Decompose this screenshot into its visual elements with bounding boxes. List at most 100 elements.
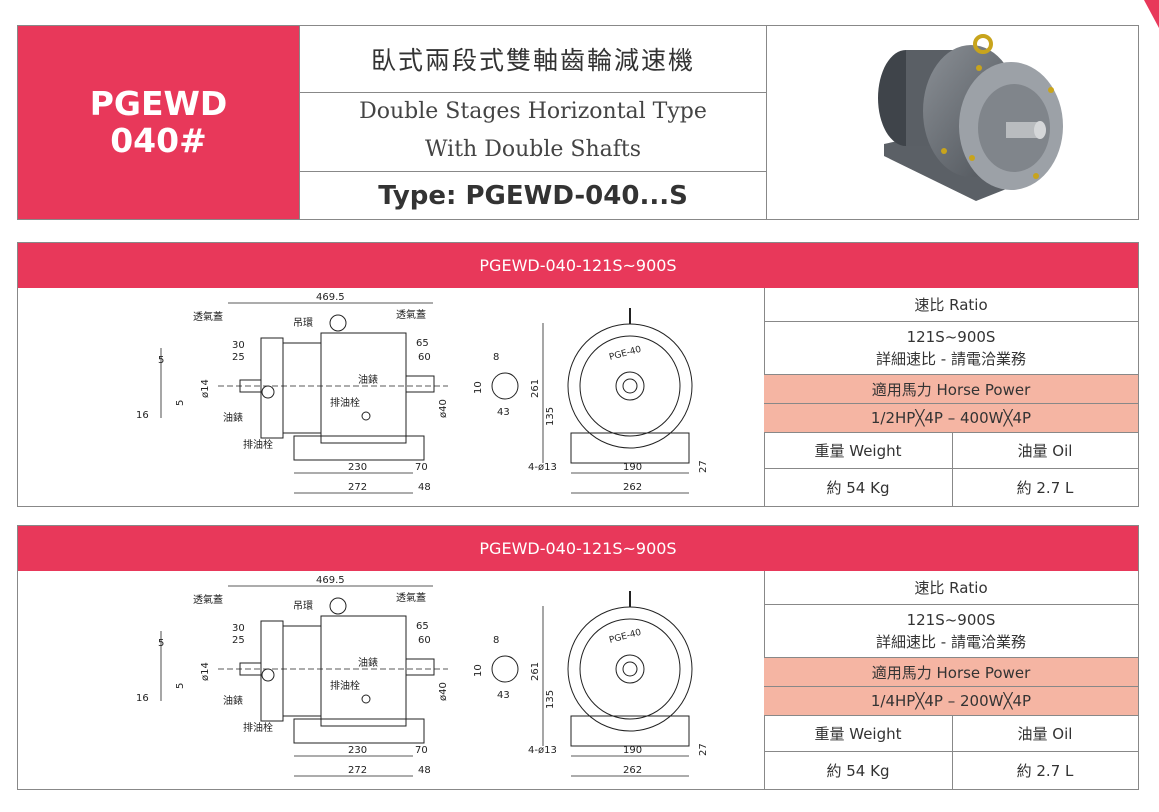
dim-label-d272: 272 [348,482,367,493]
output-shaft-end [491,372,519,400]
section-title-bar: PGEWD-040-121S~900S [18,526,1138,571]
dim-label-d261: 261 [530,379,541,398]
drain-plug [361,411,371,421]
front-shaft-outer [615,371,645,401]
title-english-line-1: Double Stages Horizontal Type [359,99,707,124]
gearbox-body [320,332,407,444]
dim-label-d43: 43 [497,690,510,701]
front-housing-inner [579,335,681,437]
dim-label-d190: 190 [623,462,642,473]
weight-oil-header: 重量 Weight 油量 Oil [764,716,1138,752]
dim-label-gear_label: PGE-40 [608,345,643,363]
ratio-value: 121S~900S [906,328,996,346]
dim-label-d65: 65 [416,621,429,632]
oil-label: 油量 Oil [1017,442,1073,460]
dim-label-drain_plug: 排油栓 [243,721,273,734]
header-table: PGEWD 040# 臥式兩段式雙軸齒輪減速機 Double Stages Ho… [17,25,1139,220]
weight-label: 重量 Weight [764,716,953,751]
oil-value: 約 2.7 L [1016,762,1074,780]
gearbox-body [320,615,407,727]
dim-label-drain_plug: 排油栓 [330,396,360,409]
ratio-label: 速比 Ratio [764,288,1138,322]
front-shaft-outer [615,654,645,684]
ratio-note: 詳細速比 - 請電洽業務 [876,350,1026,368]
front-housing-outer [567,606,693,732]
dim-label-d8: 8 [493,352,499,363]
title-chinese: 臥式兩段式雙軸齒輪減速機 [300,26,766,93]
dim-label-d30: 30 [232,623,245,634]
spec-table: 速比 Ratio 121S~900S 詳細速比 - 請電洽業務 適用馬力 Hor… [764,288,1138,506]
weight-oil-values: 約 54 Kg 約 2.7 L [764,469,1138,506]
dim-label-d48: 48 [418,482,431,493]
ratio-note: 詳細速比 - 請電洽業務 [876,633,1026,651]
dim-label-d8: 8 [493,635,499,646]
base-plate [293,718,425,744]
dim-label-d70: 70 [415,462,428,473]
dim-label-gear_label: PGE-40 [608,628,643,646]
dim-label-oil_gauge: 油錶 [223,411,243,424]
dim-label-d30: 30 [232,340,245,351]
dim-label-d230: 230 [348,745,367,756]
model-badge: PGEWD 040# [18,26,299,219]
front-base [570,432,690,464]
hp-value: 1/4HP╳4P – 200W╳4P [764,687,1138,716]
output-shaft-end [491,655,519,683]
dim-label-holes: 4-ø13 [528,745,557,756]
title-english: Double Stages Horizontal Type With Doubl… [300,93,766,172]
front-shaft-inner [622,661,638,677]
gear-reducer-photo [766,26,1138,219]
dim-label-d40: ø40 [438,682,449,701]
drain-plug [361,694,371,704]
dim-label-d5b: 5 [175,683,186,689]
dim-label-d60: 60 [418,352,431,363]
section-title-bar: PGEWD-040-121S~900S [18,243,1138,288]
lifting-ring [329,314,347,332]
corner-accent [1144,0,1159,28]
dim-label-breather: 透氣蓋 [396,308,426,321]
hp-value: 1/2HP╳4P – 400W╳4P [764,404,1138,433]
weight-label: 重量 Weight [764,433,953,468]
oil-value: 約 2.7 L [1016,479,1074,497]
dim-label-breather: 透氣蓋 [193,593,223,606]
dim-label-drain_plug: 排油栓 [330,679,360,692]
dim-label-breather: 透氣蓋 [193,310,223,323]
dim-label-d43: 43 [497,407,510,418]
dim-label-lifting_ring: 吊環 [293,600,313,612]
ratio-cell: 121S~900S 詳細速比 - 請電洽業務 [764,322,1138,375]
dim-label-d190: 190 [623,745,642,756]
title-block: 臥式兩段式雙軸齒輪減速機 Double Stages Horizontal Ty… [299,26,767,219]
base-plate [293,435,425,461]
dim-label-d14: ø14 [200,662,211,681]
weight-value: 約 54 Kg [764,469,953,506]
weight-oil-header: 重量 Weight 油量 Oil [764,433,1138,469]
dim-label-d25: 25 [232,352,245,363]
model-line-2: 040# [110,120,207,160]
dim-label-oil_gauge: 油錶 [358,373,378,386]
lifting-ring [329,597,347,615]
dim-label-d27: 27 [698,460,709,473]
front-housing-inner [579,618,681,720]
dim-label-holes: 4-ø13 [528,462,557,473]
dim-label-d272: 272 [348,765,367,776]
dim-label-d70: 70 [415,745,428,756]
dim-label-d48: 48 [418,765,431,776]
dim-label-d65: 65 [416,338,429,349]
dim-label-d27: 27 [698,743,709,756]
motor-housing [282,625,322,717]
dim-label-d230: 230 [348,462,367,473]
dim-label-overall_length: 469.5 [316,575,345,586]
dim-label-drain_plug: 排油栓 [243,438,273,451]
weight-value: 約 54 Kg [764,752,953,789]
ratio-cell: 121S~900S 詳細速比 - 請電洽業務 [764,605,1138,658]
dim-label-d261: 261 [530,662,541,681]
dim-label-overall_length: 469.5 [316,292,345,303]
model-line-1: PGEWD [89,83,228,123]
dim-label-d10: 10 [473,381,484,394]
type-label: Type: PGEWD-040...S [378,180,688,211]
dim-label-d14: ø14 [200,379,211,398]
spec-table: 速比 Ratio 121S~900S 詳細速比 - 請電洽業務 適用馬力 Hor… [764,571,1138,789]
motor-housing [282,342,322,434]
